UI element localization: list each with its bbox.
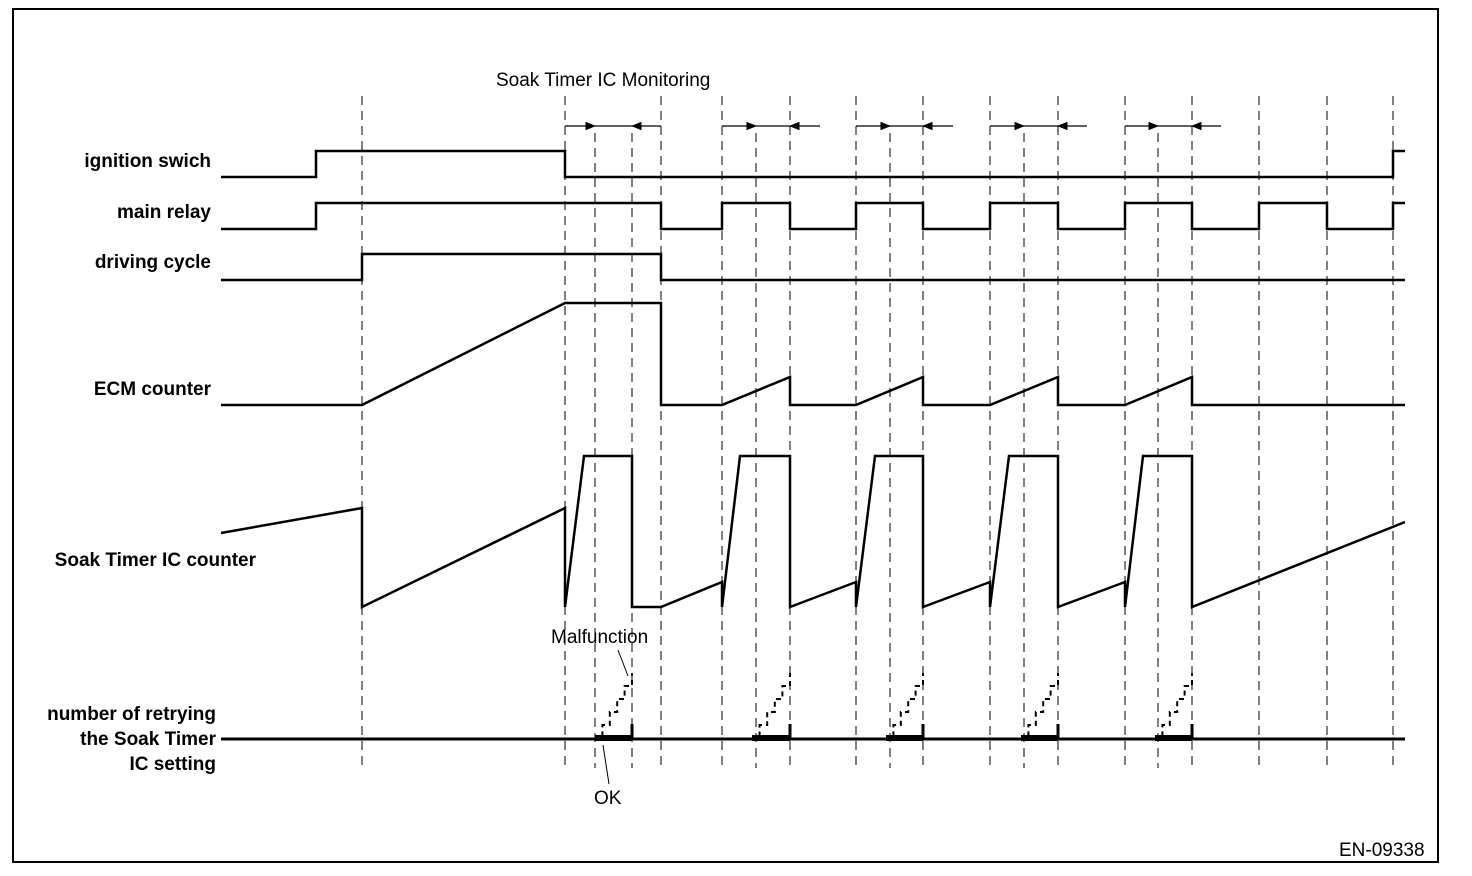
label-main-relay: main relay <box>117 202 211 223</box>
ignition-switch-trace <box>221 149 1405 179</box>
figure-frame <box>12 8 1439 863</box>
label-driving-cycle: driving cycle <box>94 252 211 273</box>
label-soak-timer-counter: Soak Timer IC counter <box>54 550 256 571</box>
label-ecm-counter: ECM counter <box>93 379 211 400</box>
malfunction-leader <box>617 649 629 677</box>
retry-staircase <box>1021 673 1059 739</box>
label-retry-count: number of retrying the Soak Timer IC set… <box>47 702 216 777</box>
retry-staircase <box>1155 673 1193 739</box>
ecm-counter-trace <box>221 301 1405 407</box>
driving-cycle-trace <box>221 252 1405 282</box>
retry-staircase <box>886 673 924 739</box>
soak-timer-counter-trace <box>220 454 1406 610</box>
main-relay-trace <box>221 201 1405 231</box>
retry-staircase <box>752 673 791 739</box>
ok-leader <box>602 744 610 785</box>
diagram-title: Soak Timer IC Monitoring <box>496 70 711 91</box>
label-retry-line-3: IC setting <box>129 754 216 775</box>
retry-window-ticks <box>630 724 1194 739</box>
dashed-time-markers <box>361 96 1394 768</box>
label-ignition-switch: ignition swich <box>84 151 211 172</box>
ok-label: OK <box>594 788 622 809</box>
figure-code: EN-09338 <box>1339 840 1425 861</box>
retry-staircase <box>595 673 633 739</box>
label-retry-line-2: the Soak Timer <box>80 729 216 750</box>
label-retry-line-1: number of retrying <box>47 704 216 725</box>
malfunction-label: Malfunction <box>551 627 649 648</box>
retry-staircases <box>595 673 1193 739</box>
